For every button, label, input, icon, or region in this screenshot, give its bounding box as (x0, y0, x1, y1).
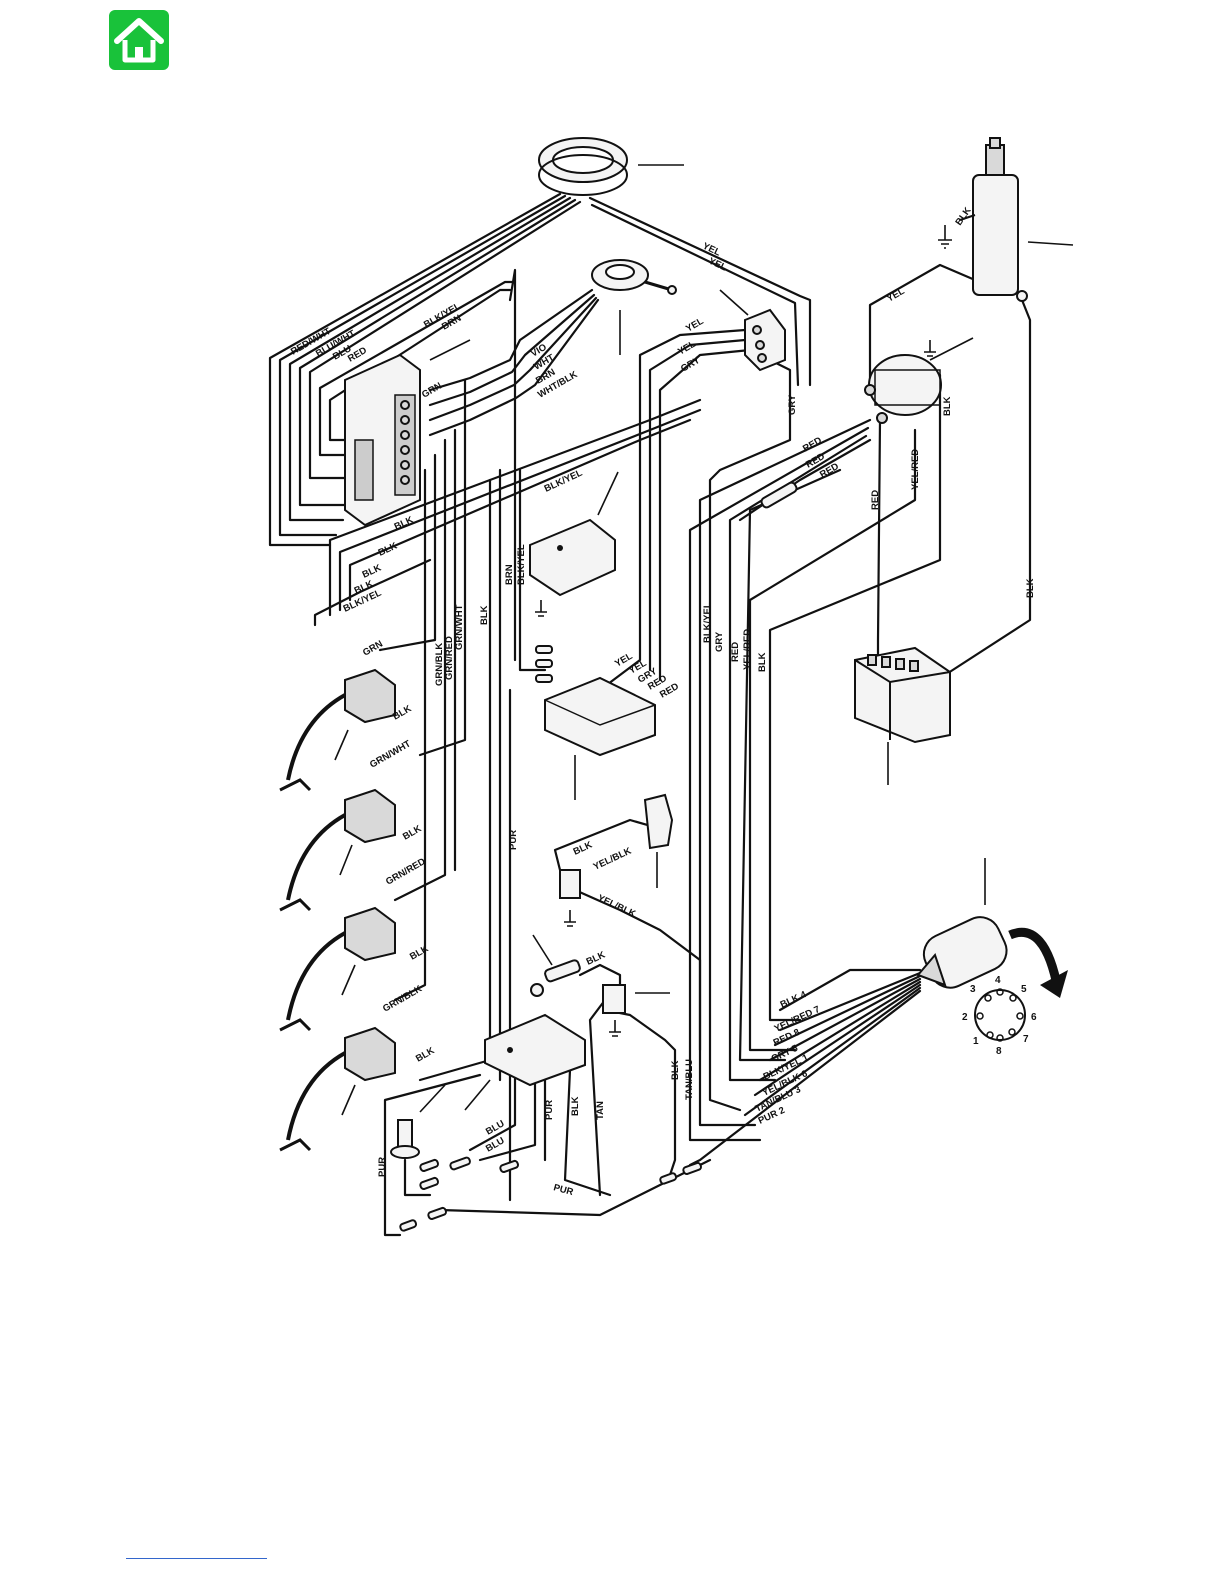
wire-label: RED (730, 642, 741, 662)
wire-label: BLK (757, 652, 768, 672)
home-button[interactable] (109, 10, 169, 70)
fuse (760, 481, 798, 509)
wire-label: GRN/WHT (454, 604, 465, 650)
wire-label: BLK/YEL (543, 467, 585, 494)
pin-label: 1 (973, 1036, 979, 1047)
wire-label: PUR (544, 1100, 555, 1120)
trigger (591, 259, 677, 355)
wire-label: RED (870, 490, 881, 510)
wire-label: PUR (552, 1182, 574, 1198)
wire-label: BLK (393, 514, 415, 532)
choke-solenoid (530, 934, 581, 997)
wire-label: YEL (676, 339, 698, 358)
wire-label: GRN/RED (384, 856, 428, 887)
wire-label: YEL/RED (910, 449, 921, 490)
wire-label: GRN/BLK (434, 643, 445, 686)
wire-label: BLK (377, 540, 399, 558)
pin-label: 4 (995, 975, 1001, 986)
bullet-connectors (399, 1156, 702, 1232)
wire-label: PUR (508, 830, 519, 850)
harness-plug (916, 858, 1068, 998)
pin-label: 3 (970, 984, 976, 995)
wire-label: YEL (707, 256, 729, 274)
lower-terminal-block (602, 984, 670, 1037)
home-icon (114, 18, 164, 63)
sensor (390, 1084, 446, 1159)
wire-label: YEL/RED (742, 629, 753, 670)
battery (854, 646, 951, 785)
wire-label: GRN/BLK (381, 983, 424, 1014)
wire-label: BLK (1025, 578, 1036, 598)
ignition-coils (279, 668, 396, 1152)
wire-label: TAN/BLU (684, 1059, 695, 1100)
wire-label: GRN (420, 380, 444, 400)
wire-label: GRN/RED (444, 636, 455, 680)
wire-label: PUR (377, 1157, 388, 1177)
temperature-switch (643, 793, 674, 888)
coil-4 (279, 1026, 396, 1152)
wire-label: YEL/BLK (596, 893, 638, 920)
wire-label: YEL (885, 286, 907, 305)
pin-label: 2 (962, 1012, 968, 1023)
terminal-block (719, 289, 786, 372)
wire-label: YEL/BLK (592, 846, 634, 873)
coil-2 (279, 788, 396, 912)
wire-label: BLK (361, 562, 383, 580)
wire-label: BLK (479, 605, 490, 625)
lower-terminal (559, 869, 581, 927)
starter-solenoid (864, 337, 974, 424)
pin-label: 8 (996, 1046, 1002, 1057)
wire-label: GRN/WHT (368, 738, 413, 770)
coil-3 (279, 906, 396, 1032)
wire-label: GRY (714, 631, 725, 652)
wire-label: BLK (401, 823, 424, 842)
wire-label: BLK (408, 943, 431, 962)
wire-label: BLK/YEL (702, 602, 713, 643)
wire-label: BLK/YEL (516, 544, 527, 585)
voltage-regulator (535, 645, 656, 800)
pin-label: 7 (1023, 1034, 1029, 1045)
wire-bundle (268, 192, 1032, 1237)
pin-label: 5 (1021, 984, 1027, 995)
wire-label: BLK (414, 1045, 437, 1064)
wire-label: BLK (942, 396, 953, 416)
wire-label: BLK (570, 1096, 581, 1116)
wire-label: YEL (684, 316, 706, 335)
rectifier (529, 471, 619, 617)
wire-label: TAN (595, 1101, 606, 1120)
wire-label: GRN (361, 638, 385, 658)
coil-1 (279, 668, 396, 792)
wire-label: BRN (504, 564, 515, 585)
switch-box (344, 339, 471, 527)
stator (538, 137, 684, 196)
wire-label: BLK 4 (779, 989, 809, 1011)
connector-pinout: 1 2 3 4 5 6 7 8 (962, 975, 1037, 1057)
wire-label: GRY (787, 394, 798, 415)
lower-module (464, 1013, 586, 1111)
wire-label: BLU (484, 1135, 507, 1154)
wire-label: BLU (484, 1118, 507, 1137)
wire-label: BLK (585, 949, 607, 967)
wire-label: GRY (679, 355, 703, 375)
starter-motor (938, 137, 1074, 302)
pin-label: 6 (1031, 1012, 1037, 1023)
footer-divider (126, 1558, 267, 1559)
wire-label: BLK (670, 1060, 681, 1080)
